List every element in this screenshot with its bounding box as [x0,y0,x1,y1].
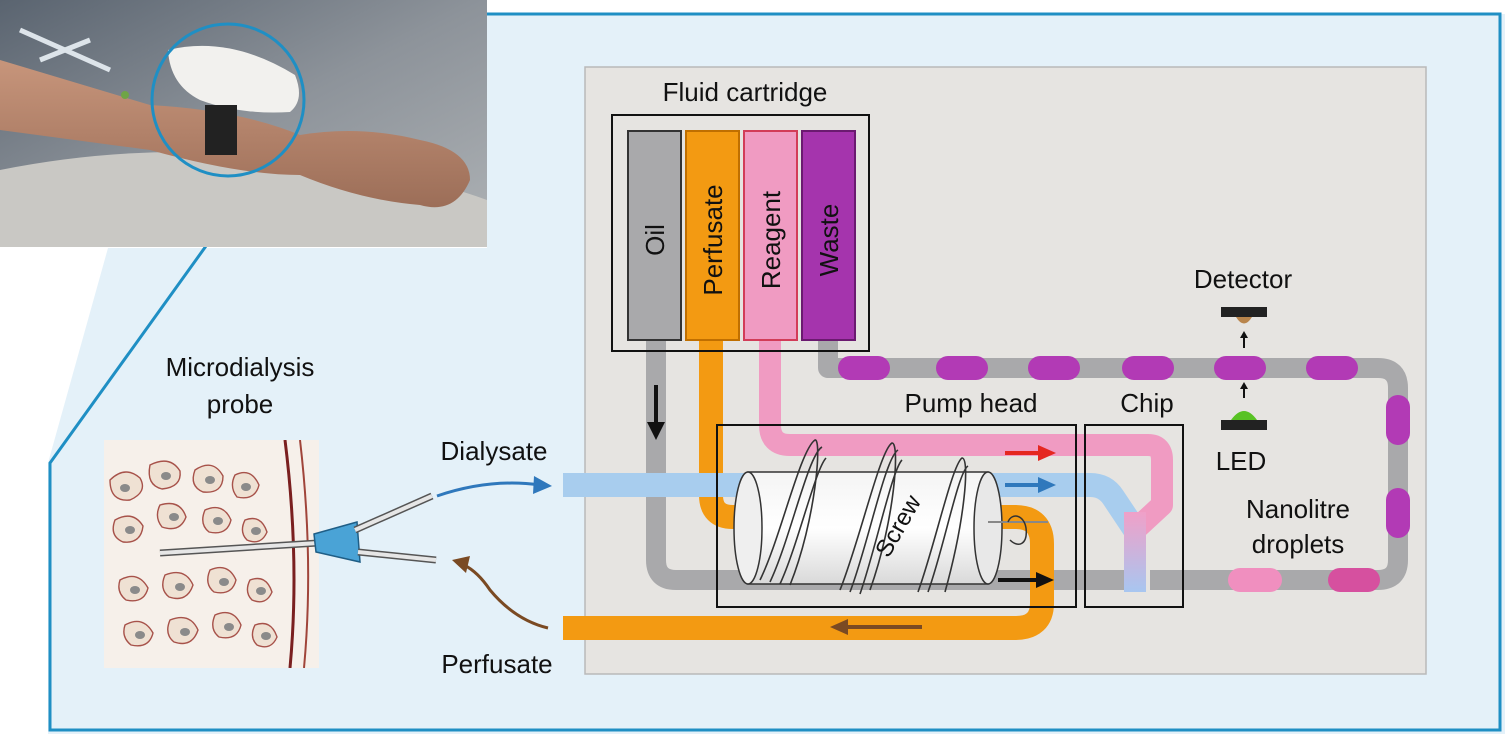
droplet [1306,356,1358,380]
droplet [1386,395,1410,445]
chip-label: Chip [1120,388,1173,418]
oil-reservoir [627,130,682,341]
droplet [936,356,988,380]
perfusate-flow-label: Perfusate [441,649,552,679]
droplet [1228,568,1282,592]
perfusate-arrow [463,563,549,630]
microdialysis-label: Microdialysis [166,352,315,382]
magnifier-circle [150,22,306,178]
mixing-junction [1124,512,1146,592]
fluid-cartridge: Oil Perfusate Reagent Waste Fluid cartri… [611,77,870,352]
callout-frame [48,12,1502,732]
droplets [838,356,1410,592]
dialysate-channel [563,473,1145,537]
wrist-photo [0,0,487,247]
dialysate-label: Dialysate [441,436,548,466]
nanolitre-label: Nanolitre [1246,494,1350,524]
reagent-channel [759,340,1173,539]
flow-arrows [647,385,1056,635]
pump-head-label: Pump head [905,388,1038,418]
probe [159,492,437,564]
led: LED [1216,382,1267,476]
pump-head-box [716,424,1077,608]
probe-label: probe [207,389,274,419]
channels [563,340,1408,640]
fluid-cartridge-label: Fluid cartridge [663,77,828,107]
dialysate-arrow [436,481,541,498]
reagent-label: Reagent [756,190,786,289]
perfusate-arrowhead [452,556,470,573]
oil-channel [646,340,1130,590]
perfusate-channel [563,340,1054,640]
tissue [104,440,319,668]
perfusate-reservoir [685,130,740,341]
reagent-reservoir [743,130,798,341]
droplets-label: droplets [1252,529,1345,559]
perfusate-reservoir-label: Perfusate [698,184,728,295]
waste-label: Waste [814,204,844,277]
dialysate-arrowhead [533,476,552,494]
droplet [1214,356,1266,380]
droplet [1328,568,1380,592]
led-label: LED [1216,446,1267,476]
droplet [838,356,890,380]
droplet [1028,356,1080,380]
screw: Screw [733,439,1048,595]
waste-channel [818,340,1408,590]
waste-reservoir [801,130,856,341]
chip-box [1084,424,1184,608]
droplet [1386,488,1410,538]
detector: Detector [1194,264,1293,348]
detector-label: Detector [1194,264,1293,294]
oil-label: Oil [640,224,670,256]
droplet [1122,356,1174,380]
